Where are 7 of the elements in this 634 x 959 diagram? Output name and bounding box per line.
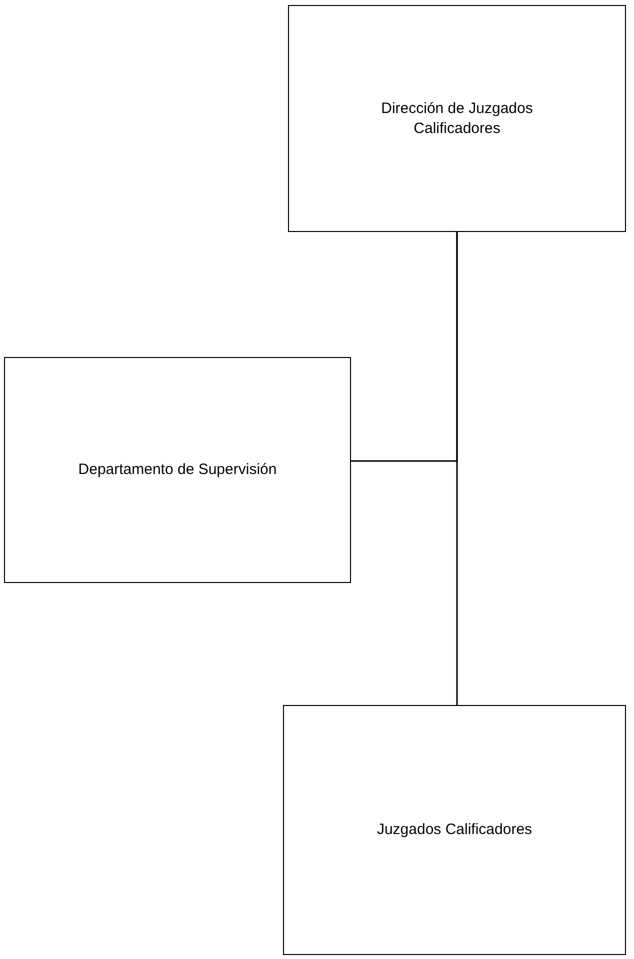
connector-line	[456, 232, 458, 705]
box-label: Departamento de Supervisión	[78, 460, 277, 480]
org-box	[4, 357, 351, 583]
box-label: Dirección de Juzgados Calificadores	[380, 99, 534, 138]
org-box	[288, 5, 626, 232]
box-label: Juzgados Calificadores	[376, 820, 532, 840]
org-box	[283, 705, 626, 955]
